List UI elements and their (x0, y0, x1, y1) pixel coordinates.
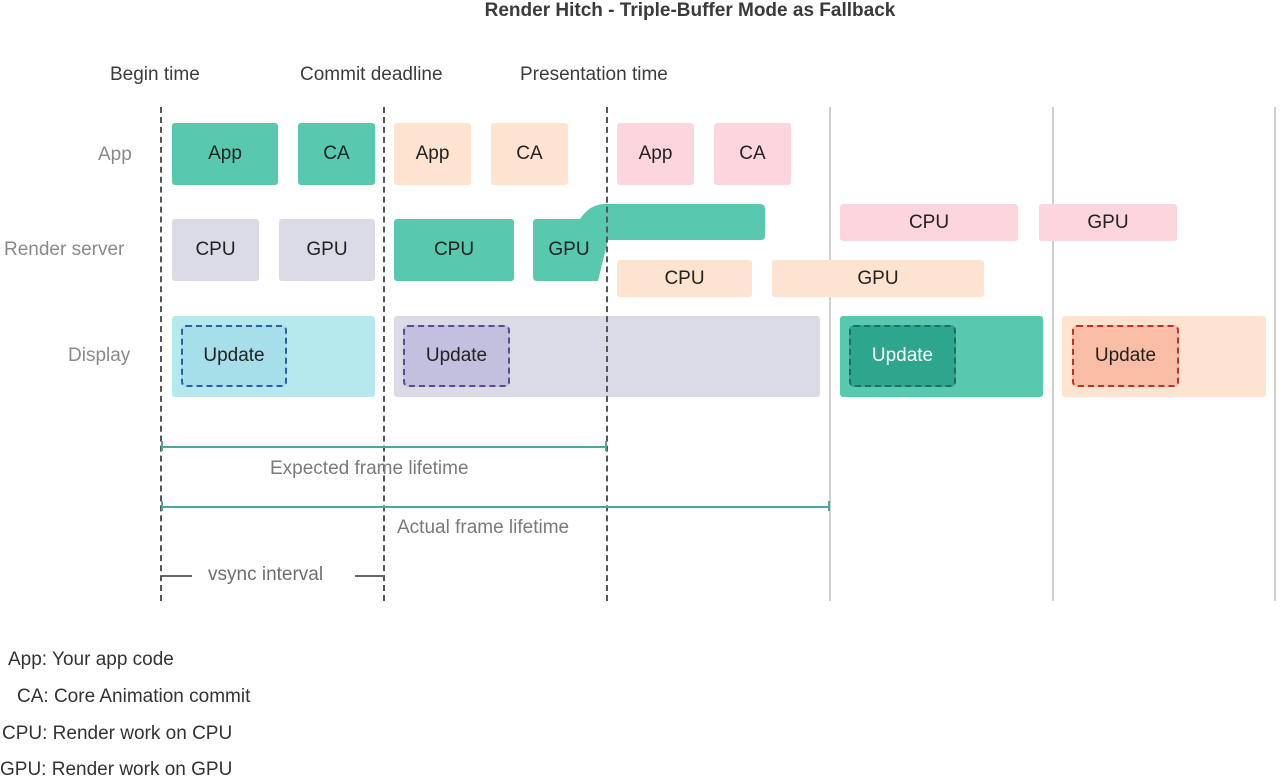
ca-block-frame1: CA (298, 123, 375, 185)
actual-lifetime-label: Actual frame lifetime (397, 517, 570, 538)
presentation-time-line (606, 107, 608, 601)
ca-block-frame3: CA (714, 123, 791, 185)
legend-app: App: Your app code (8, 649, 174, 670)
span-tick (828, 501, 830, 511)
vsync-interval-label: vsync interval (208, 564, 324, 585)
app-block-frame1: App (172, 123, 278, 185)
legend-cpu: CPU: Render work on CPU (2, 723, 233, 744)
update-frame-blue: Update (181, 325, 287, 387)
row-label-display: Display (68, 345, 131, 366)
vsync-line (829, 107, 831, 601)
app-block-frame2: App (394, 123, 471, 185)
row-label-app: App (98, 144, 132, 165)
cpu-block-idle: CPU (172, 219, 259, 281)
vsync-line (1052, 107, 1054, 601)
legend-gpu: GPU: Render work on GPU (0, 759, 233, 780)
header-begin-time: Begin time (110, 64, 200, 85)
header-commit-deadline: Commit deadline (300, 64, 443, 85)
gpu-block-idle: GPU (279, 219, 375, 281)
row-label-render-server: Render server (4, 239, 125, 260)
legend-ca: CA: Core Animation commit (17, 686, 251, 707)
header-presentation-time: Presentation time (520, 64, 668, 85)
expected-lifetime-line (162, 446, 606, 448)
span-tick (605, 441, 607, 451)
ca-block-frame2: CA (491, 123, 568, 185)
update-frame-purple: Update (403, 325, 510, 387)
cpu-block-frame2: CPU (617, 260, 752, 297)
vsync-interval-dash (162, 575, 192, 577)
update-frame1: Update (849, 325, 956, 387)
span-tick (161, 501, 163, 511)
vsync-line (1274, 107, 1276, 601)
cpu-block-frame1: CPU (394, 219, 514, 281)
expected-lifetime-label: Expected frame lifetime (270, 458, 469, 479)
gpu-block-frame1: GPU (548, 239, 590, 260)
gpu-overrun-shape (533, 204, 765, 281)
commit-deadline-line (383, 107, 385, 601)
gpu-block-frame2: GPU (772, 260, 984, 297)
cpu-block-frame3: CPU (840, 204, 1018, 241)
span-tick (161, 441, 163, 451)
vsync-interval-dash (355, 575, 385, 577)
update-frame2: Update (1072, 325, 1179, 387)
app-block-frame3: App (617, 123, 694, 185)
diagram-title: Render Hitch - Triple-Buffer Mode as Fal… (484, 0, 896, 21)
gpu-block-frame3: GPU (1039, 204, 1177, 241)
begin-time-line (160, 107, 162, 601)
actual-lifetime-line (162, 506, 829, 508)
